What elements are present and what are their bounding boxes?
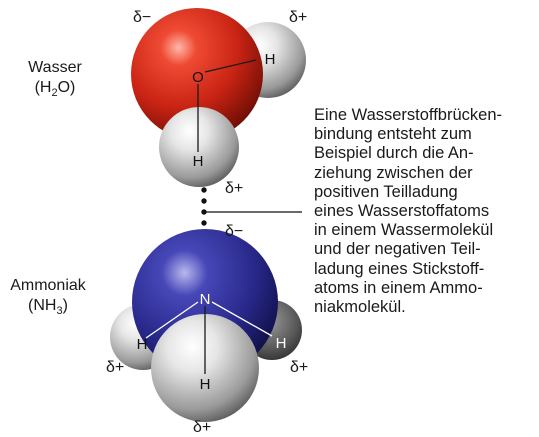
caption-line: ziehung zwischen der [314, 163, 473, 182]
ammonia-formula-label: (NH3) [28, 297, 68, 317]
water-formula-suffix: O) [58, 79, 76, 96]
caption-line: atoms in einem Ammo- [314, 278, 483, 297]
water-formula-label: (H2O) [35, 79, 76, 99]
water-formula-prefix: (H [35, 79, 52, 96]
water-formula-subscript: 2 [51, 87, 57, 99]
ammonia-formula-subscript: 3 [56, 305, 62, 317]
water-name-label: Wasser [28, 59, 82, 76]
caption-line: ladung eines Stickstoff- [314, 259, 485, 278]
caption-line: positiven Teilladung [314, 182, 458, 201]
hydrogen-bond-dots [201, 187, 207, 237]
water-hydrogen-right-charge: δ+ [289, 9, 307, 26]
ammonia-molecule: N H H H [110, 229, 302, 422]
hbond-dot [201, 187, 207, 193]
caption-line: eines Wasserstoffatoms [314, 202, 490, 221]
ammonia-hydrogen-bottom-charge: δ+ [193, 419, 211, 436]
ammonia-bond-nh-left [145, 301, 199, 339]
water-bond-oh1 [204, 59, 257, 73]
water-oxygen-sphere [131, 8, 263, 140]
hbond-dot [201, 220, 207, 226]
water-molecule: O H H [131, 8, 306, 187]
hbond-dot [201, 198, 207, 204]
water-hydrogen-bottom-charge: δ+ [225, 180, 243, 197]
ammonia-nitrogen-charge: δ− [225, 223, 243, 240]
hbond-dot [201, 209, 207, 215]
ammonia-hydrogen-left-label: H [137, 336, 148, 353]
caption-line: und der negativen Teil- [314, 240, 481, 259]
water-oxygen-charge: δ− [133, 9, 151, 26]
caption-line: bindung entsteht zum [314, 125, 472, 144]
caption-line: niakmolekül. [314, 298, 406, 317]
ammonia-nitrogen-label: N [200, 291, 211, 308]
ammonia-hydrogen-right-charge: δ+ [290, 359, 308, 376]
ammonia-formula-prefix: (NH [28, 297, 56, 314]
caption-line: Beispiel durch die An- [314, 144, 474, 163]
ammonia-hydrogen-right-label: H [276, 335, 287, 352]
ammonia-formula-suffix: ) [63, 297, 68, 314]
water-hydrogen-right-label: H [265, 51, 276, 68]
water-hydrogen-bottom-label: H [193, 153, 204, 170]
ammonia-hydrogen-left-charge: δ+ [106, 359, 124, 376]
explanation-caption: Eine Wasserstoffbrücken- bindung entsteh… [314, 106, 536, 317]
caption-line: Eine Wasserstoffbrücken- [314, 106, 502, 124]
ammonia-bond-nh-right [211, 301, 273, 337]
ammonia-hydrogen-bottom-label: H [200, 376, 211, 393]
water-hydrogen-bottom-sphere [159, 107, 239, 187]
ammonia-name-label: Ammoniak [10, 277, 87, 294]
caption-line: in einem Wassermolekül [314, 221, 494, 240]
water-oxygen-label: O [192, 69, 204, 86]
